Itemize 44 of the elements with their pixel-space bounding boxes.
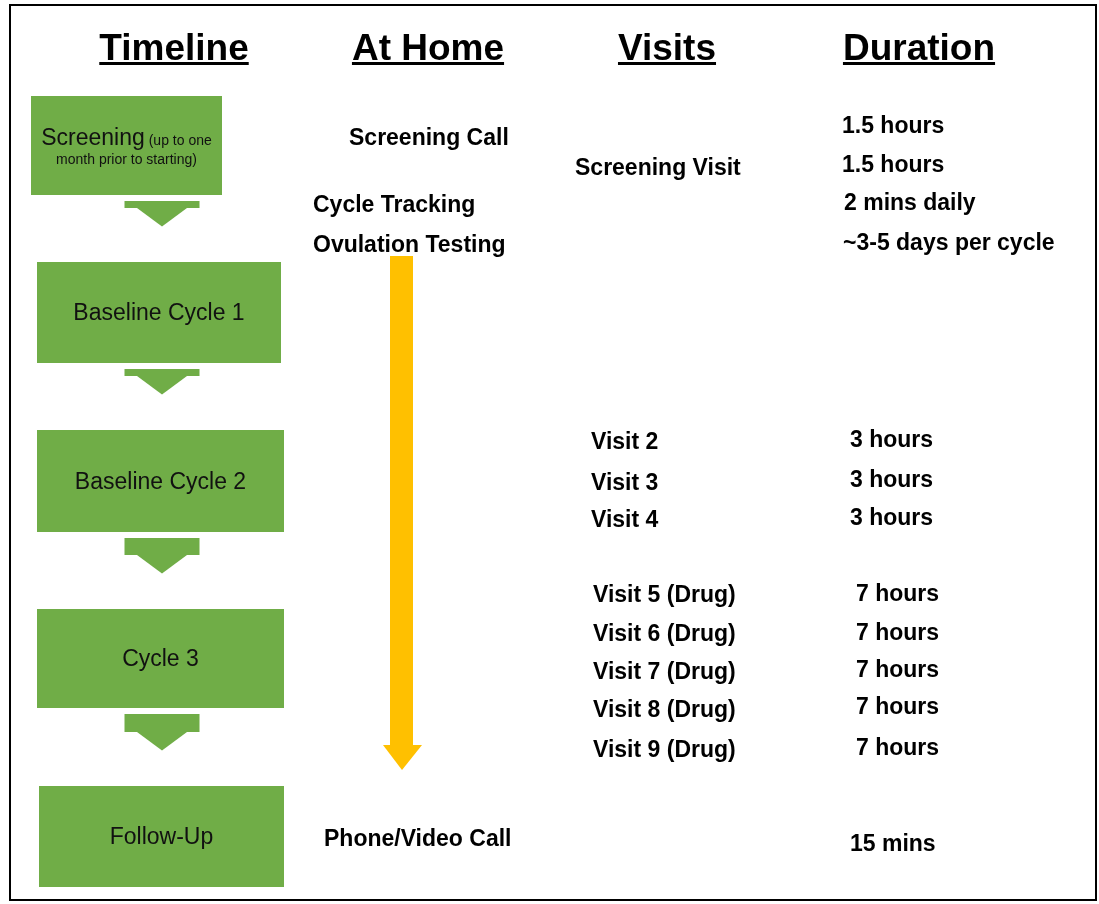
label-text: 15 mins xyxy=(850,829,936,857)
label-text: 7 hours xyxy=(856,655,940,683)
label-text: Screening Visit xyxy=(575,153,741,181)
label-text: ~3-5 days per cycle xyxy=(843,228,1055,256)
block-arrow xyxy=(124,201,200,227)
block-arrow xyxy=(124,538,200,574)
label-text: Visit 5 (Drug) xyxy=(593,580,736,608)
label-text: 3 hours xyxy=(850,503,934,531)
process-box xyxy=(37,609,284,708)
process-box xyxy=(31,96,222,195)
label-text: Screening Call xyxy=(349,123,509,151)
label-text: Cycle Tracking xyxy=(313,190,476,218)
label-text: Visit 3 xyxy=(591,468,659,496)
block-arrow xyxy=(124,714,200,751)
column-heading: Visits xyxy=(618,27,716,69)
label-text: 7 hours xyxy=(856,618,940,646)
column-heading: At Home xyxy=(351,27,505,69)
label-text: Visit 2 xyxy=(591,427,659,455)
label-text: 7 hours xyxy=(856,692,940,720)
block-arrow xyxy=(124,369,200,395)
label-text: Ovulation Testing xyxy=(313,230,506,258)
label-text: 7 hours xyxy=(856,579,940,607)
process-box xyxy=(39,786,284,887)
process-box xyxy=(37,262,281,363)
label-text: Visit 4 xyxy=(591,505,659,533)
box-label: Baseline Cycle 1 xyxy=(73,299,245,326)
box-label: Baseline Cycle 2 xyxy=(74,467,247,495)
label-text: 3 hours xyxy=(850,425,934,453)
box-label: Screening (up to one month prior to starting) xyxy=(40,124,213,167)
label-text: Phone/Video Call xyxy=(324,824,512,852)
label-text: 3 hours xyxy=(850,465,934,493)
label-text: 7 hours xyxy=(856,733,940,761)
column-heading: Duration xyxy=(842,27,996,69)
label-text: 1.5 hours xyxy=(842,150,945,178)
label-text: 2 mins daily xyxy=(844,188,976,216)
label-text: Visit 7 (Drug) xyxy=(593,657,736,685)
box-label: Cycle 3 xyxy=(122,645,199,672)
column-heading: Timeline xyxy=(99,27,249,69)
label-text: Visit 9 (Drug) xyxy=(593,735,736,763)
process-box xyxy=(37,430,284,532)
label-text: Visit 6 (Drug) xyxy=(593,619,736,647)
label-text: Visit 8 (Drug) xyxy=(593,695,736,723)
label-text: 1.5 hours xyxy=(842,111,945,139)
box-label: Follow-Up xyxy=(109,823,214,850)
